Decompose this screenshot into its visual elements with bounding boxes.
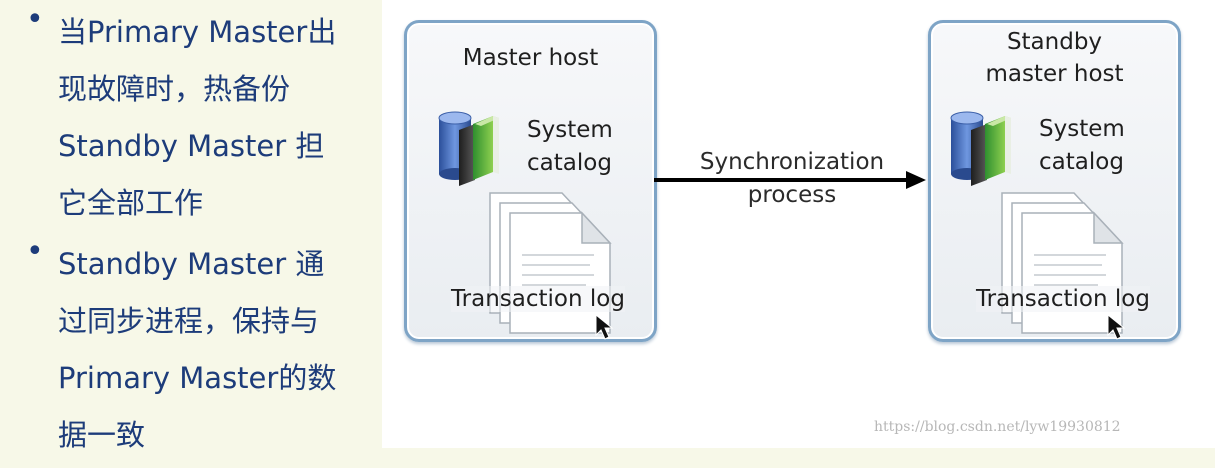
bullet-text-line: 现故障时，热备份	[58, 72, 291, 106]
sync-label-line: process	[747, 182, 837, 208]
bullet-item-sync: • Standby Master 通 过同步进程，保持与 Primary Mas…	[12, 234, 372, 464]
catalog-label: System catalog	[1039, 113, 1125, 179]
bullet-dot-icon: •	[26, 2, 44, 37]
transaction-log-label: Transaction log	[451, 286, 625, 312]
bullet-text-line: 过同步进程，保持与	[58, 304, 320, 338]
bullet-text-line: 它全部工作	[58, 186, 204, 220]
sync-process-label: Synchronization process	[672, 146, 912, 212]
bullet-text-line: Standby Master 通	[58, 247, 325, 281]
sync-label-line: Synchronization	[699, 149, 885, 175]
catalog-label-line: catalog	[1039, 149, 1124, 175]
catalog-label: System catalog	[527, 114, 613, 180]
bullet-text-line: Primary Master的数	[58, 361, 337, 395]
master-host-title: Master host	[462, 45, 599, 71]
sync-arrow-icon	[654, 171, 926, 189]
database-icon	[950, 111, 1011, 186]
bullet-text-line: Standby Master 担	[58, 129, 325, 163]
catalog-label-line: System	[1039, 116, 1125, 142]
bullet-text-line: 据一致	[58, 418, 146, 452]
standby-host-box: Standby master host System catalog	[928, 20, 1181, 342]
catalog-label-line: catalog	[527, 150, 612, 176]
bullet-dot-icon: •	[26, 234, 44, 269]
standby-host-title: Standby master host	[931, 26, 1178, 90]
standby-title-line: master host	[985, 61, 1124, 87]
master-host-box: Master host System catalog	[404, 20, 657, 342]
catalog-label-line: System	[527, 117, 613, 143]
bullet-item-failover: • 当Primary Master出 现故障时，热备份 Standby Mast…	[12, 2, 372, 232]
database-icon	[438, 111, 499, 186]
watermark-url: https://blog.csdn.net/lyw19930812	[874, 419, 1121, 435]
transaction-log-document-icon	[489, 192, 614, 340]
bullet-list: • 当Primary Master出 现故障时，热备份 Standby Mast…	[12, 2, 372, 468]
standby-title-line: Standby	[1006, 29, 1103, 55]
transaction-log-document-icon	[1001, 192, 1126, 340]
bullet-text-line: 当Primary Master出	[58, 15, 337, 49]
replication-diagram: Master host System catalog	[382, 0, 1215, 448]
transaction-log-label: Transaction log	[976, 286, 1150, 312]
